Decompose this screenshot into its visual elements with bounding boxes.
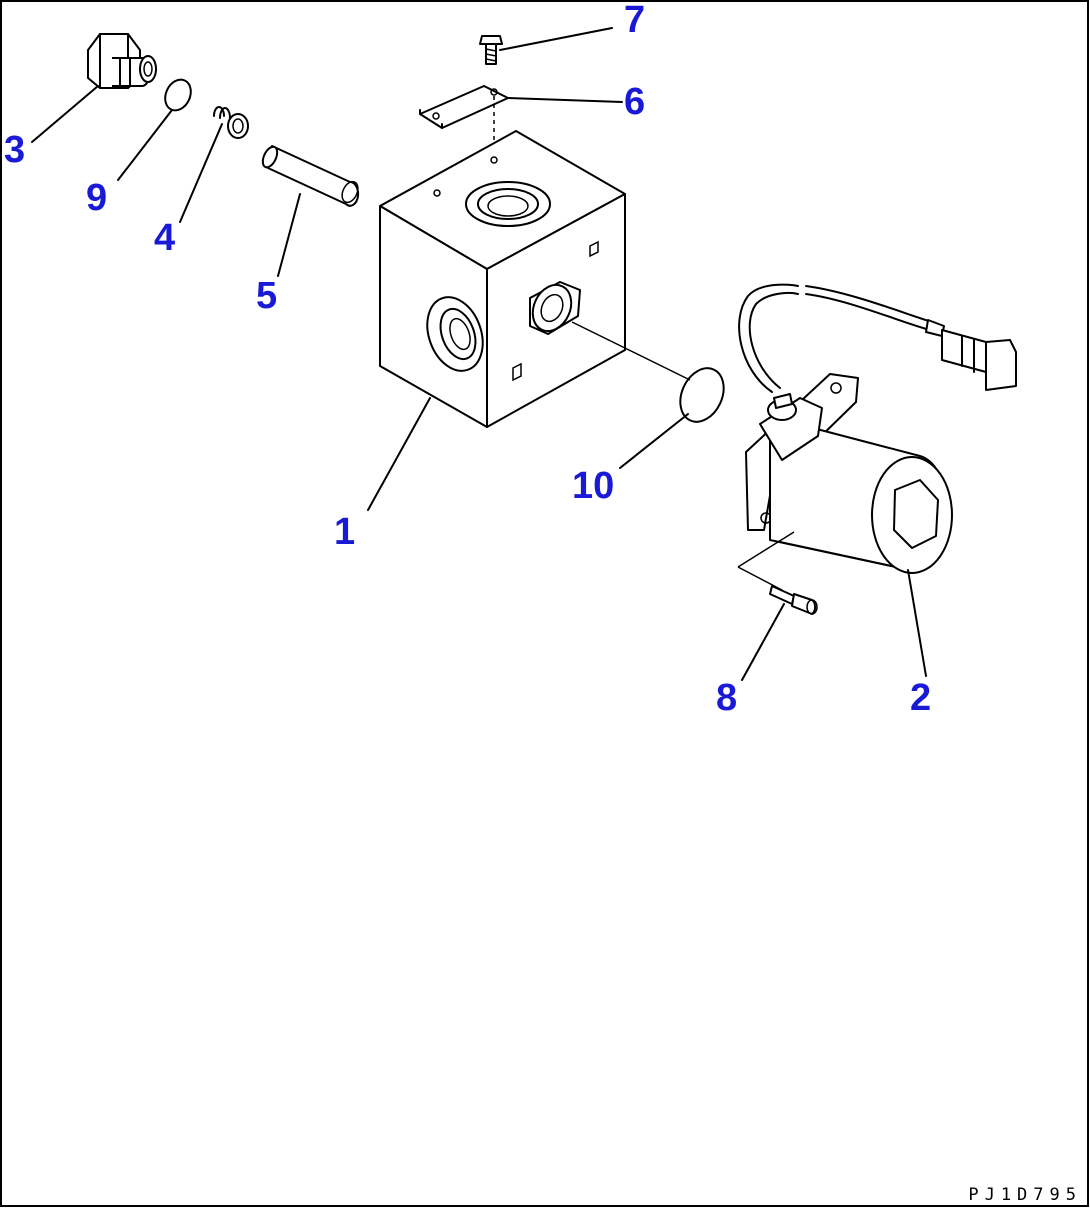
callout-10: 10 [572, 465, 614, 507]
part-4-ring [213, 106, 249, 139]
part-9-o-ring [164, 78, 192, 112]
leader-3 [31, 85, 99, 143]
callout-6: 6 [624, 81, 645, 123]
part-7-bolt [479, 35, 503, 65]
leader-8 [741, 603, 785, 681]
callout-2: 2 [910, 677, 931, 719]
part-8-screw [769, 585, 818, 615]
part-5-spool [261, 145, 360, 207]
callout-8: 8 [716, 677, 737, 719]
callout-3: 3 [4, 129, 25, 171]
leader-6 [507, 97, 623, 103]
part-6-plate [419, 85, 509, 129]
leader-4 [179, 123, 223, 223]
part-2-solenoid [738, 283, 1017, 574]
part-10-o-ring [679, 367, 725, 423]
leader-5 [277, 193, 301, 277]
assembly-line-10 [571, 321, 691, 381]
leader-1 [367, 397, 431, 511]
part-1-valve-block [379, 130, 626, 428]
leader-2 [907, 569, 927, 677]
callout-5: 5 [256, 275, 277, 317]
callout-4: 4 [154, 217, 175, 259]
callout-1: 1 [334, 511, 355, 553]
callout-7: 7 [624, 0, 645, 41]
leader-9 [117, 109, 173, 181]
leader-10 [619, 413, 689, 469]
callout-9: 9 [86, 177, 107, 219]
leader-7 [499, 27, 613, 51]
part-3-plug [87, 33, 157, 89]
leader-lines [31, 27, 927, 681]
drawing-id: PJ1D795 [968, 1185, 1082, 1205]
